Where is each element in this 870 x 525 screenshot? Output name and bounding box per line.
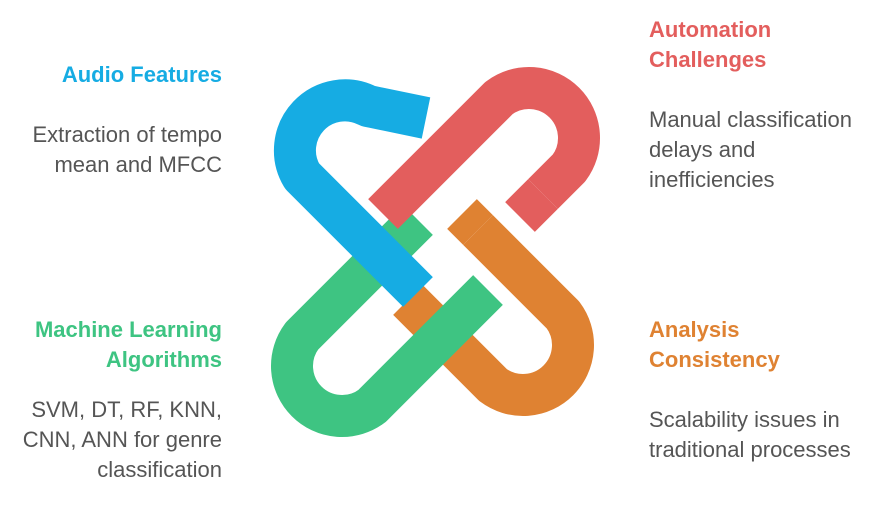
audio-features-description: Extraction of tempo mean and MFCC xyxy=(32,122,222,177)
orange-overlap-segment xyxy=(447,199,493,245)
analysis-consistency-description: Scalability issues in traditional proces… xyxy=(649,407,851,462)
machine-learning-title: Machine Learning Algorithms xyxy=(34,317,222,372)
automation-challenges-description: Manual classification delays and ineffic… xyxy=(649,107,852,192)
red-overlap-segment xyxy=(505,179,558,232)
machine-learning-block: Machine Learning Algorithms SVM, DT, RF,… xyxy=(0,315,222,485)
red-link-shape xyxy=(368,67,600,229)
automation-challenges-block: Automation Challenges Manual classificat… xyxy=(649,15,864,195)
analysis-consistency-block: Analysis Consistency Scalability issues … xyxy=(649,315,864,465)
audio-features-block: Audio Features Extraction of tempo mean … xyxy=(12,60,222,180)
machine-learning-description: SVM, DT, RF, KNN, CNN, ANN for genre cla… xyxy=(22,397,222,482)
audio-features-title: Audio Features xyxy=(61,62,222,87)
green-link-shape xyxy=(271,205,503,437)
blue-link-shape xyxy=(273,79,433,307)
analysis-consistency-title: Analysis Consistency xyxy=(649,317,780,372)
orange-link-shape xyxy=(393,215,594,416)
automation-challenges-title: Automation Challenges xyxy=(649,17,772,72)
